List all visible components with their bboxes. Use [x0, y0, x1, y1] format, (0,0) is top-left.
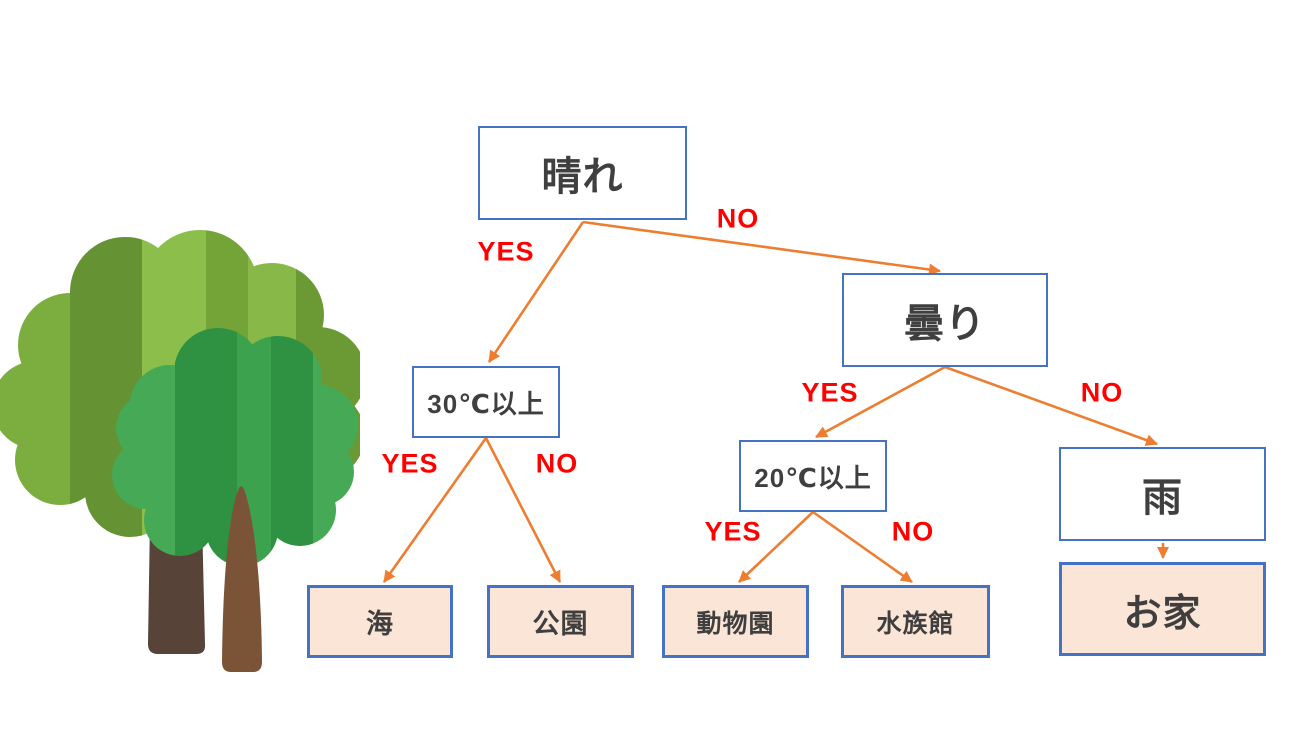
node-cloudy: 曇り	[842, 273, 1048, 367]
node-aquarium: 水族館	[841, 585, 990, 658]
node-park: 公園	[487, 585, 634, 658]
node-sunny: 晴れ	[478, 126, 687, 220]
arrow-temp30-to-park	[484, 437, 562, 583]
node-temp20: 20℃以上	[739, 440, 887, 512]
edge-label-cloudy-yes: YES	[801, 377, 859, 408]
arrow-sunny-to-cloudy	[582, 220, 941, 276]
trees-illustration	[0, 230, 360, 672]
node-sea: 海	[307, 585, 453, 658]
small-tree-foliage	[112, 328, 358, 566]
small-tree-trunk	[222, 486, 262, 672]
edge-label-temp20-no: NO	[891, 516, 935, 547]
edge-label-temp30-yes: YES	[381, 448, 439, 479]
edge-label-sunny-no: NO	[716, 203, 760, 234]
node-temp30: 30℃以上	[412, 366, 560, 438]
edge-label-cloudy-no: NO	[1080, 377, 1124, 408]
arrow-temp20-to-zoo	[738, 511, 814, 583]
node-rain: 雨	[1059, 447, 1266, 541]
node-zoo: 動物園	[662, 585, 809, 658]
arrow-cloudy-to-rain	[944, 365, 1158, 446]
edge-label-temp30-no: NO	[535, 448, 579, 479]
arrow-temp20-to-aquarium	[812, 510, 913, 584]
node-home: お家	[1059, 562, 1266, 656]
edge-label-temp20-yes: YES	[704, 516, 762, 547]
arrow-cloudy-to-temp20	[815, 365, 946, 439]
arrow-temp30-to-sea	[382, 437, 488, 583]
arrow-sunny-to-temp30	[487, 221, 585, 363]
edge-label-sunny-yes: YES	[477, 236, 535, 267]
